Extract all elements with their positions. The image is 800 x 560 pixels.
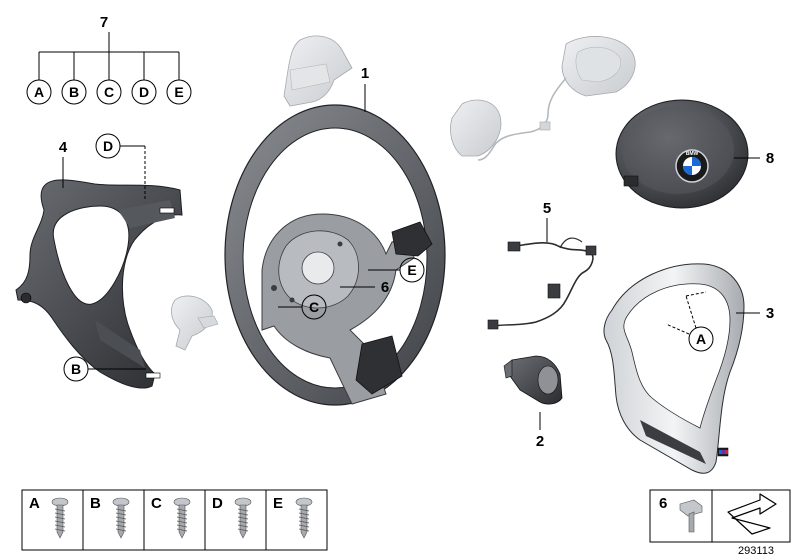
callout-number-7: 7 bbox=[100, 14, 108, 31]
legend-cell-c: C bbox=[151, 495, 191, 539]
screw-icon bbox=[234, 497, 252, 539]
sensor-part bbox=[503, 355, 563, 405]
svg-text:B: B bbox=[71, 361, 81, 377]
svg-text:D: D bbox=[139, 84, 149, 100]
callout-number-6: 6 bbox=[381, 279, 389, 296]
svg-text:A: A bbox=[696, 331, 706, 347]
bolt-legend: 6 bbox=[649, 489, 791, 543]
callout-letter-d: D bbox=[131, 79, 157, 105]
screw-icon bbox=[173, 497, 191, 539]
legend-label-a: A bbox=[29, 495, 40, 512]
airbag-module-part: BMW bbox=[615, 99, 749, 209]
legend-cell-e: E bbox=[273, 495, 313, 539]
wiring-harness-part bbox=[487, 237, 597, 330]
callout-letter-b: B bbox=[61, 79, 87, 105]
callout-letter-e: E bbox=[166, 79, 192, 105]
diagram-id-label: 293113 bbox=[738, 545, 774, 557]
screw-icon bbox=[295, 497, 313, 539]
callout-letter-a-trim: A bbox=[665, 291, 714, 352]
legend-label-c: C bbox=[151, 495, 162, 512]
screw-icon bbox=[51, 497, 69, 539]
svg-text:E: E bbox=[407, 262, 416, 278]
multifunction-switch-cable-part bbox=[450, 36, 636, 161]
svg-text:E: E bbox=[174, 84, 183, 100]
legend-label-6: 6 bbox=[659, 495, 667, 512]
callout-number-5: 5 bbox=[543, 200, 551, 217]
legend-cell-b: B bbox=[90, 495, 130, 539]
callout-letter-e-wheel: E bbox=[368, 257, 425, 283]
screw-icon bbox=[112, 497, 130, 539]
svg-text:B: B bbox=[69, 84, 79, 100]
steering-column-trim-part bbox=[15, 179, 183, 389]
legend-label-d: D bbox=[212, 495, 223, 512]
callout-number-3: 3 bbox=[766, 305, 774, 322]
svg-text:C: C bbox=[104, 84, 114, 100]
svg-text:A: A bbox=[34, 84, 44, 100]
svg-text:C: C bbox=[309, 299, 319, 315]
screw-legend: A B C D E bbox=[21, 489, 328, 551]
paddle-shifter-top-part bbox=[283, 35, 353, 107]
callout-number-2: 2 bbox=[536, 433, 544, 450]
svg-text:D: D bbox=[103, 138, 113, 154]
arrow-symbol-icon bbox=[727, 493, 777, 535]
callout-number-1: 1 bbox=[361, 65, 369, 82]
callout-number-4: 4 bbox=[59, 139, 68, 156]
bmw-emblem-icon: BMW bbox=[675, 149, 709, 183]
svg-text:BMW: BMW bbox=[686, 151, 699, 157]
callout-number-8: 8 bbox=[766, 150, 774, 167]
callout-letter-d-trim: D bbox=[95, 133, 146, 200]
callout-letter-c-wheel: C bbox=[278, 294, 327, 320]
legend-label-b: B bbox=[90, 495, 101, 512]
bolt-icon bbox=[679, 499, 703, 533]
steering-wheel-trim-silver-part bbox=[603, 263, 745, 474]
callout-letter-b-trim: B bbox=[63, 356, 146, 382]
legend-label-e: E bbox=[273, 495, 283, 512]
callout-group-7: 7 A B C D E bbox=[26, 14, 192, 105]
callout-letter-a: A bbox=[26, 79, 52, 105]
legend-cell-d: D bbox=[212, 495, 252, 539]
callout-letter-c: C bbox=[96, 79, 122, 105]
legend-cell-a: A bbox=[29, 495, 69, 539]
paddle-shifter-left-part bbox=[170, 295, 219, 351]
steering-wheel-part bbox=[224, 104, 446, 406]
